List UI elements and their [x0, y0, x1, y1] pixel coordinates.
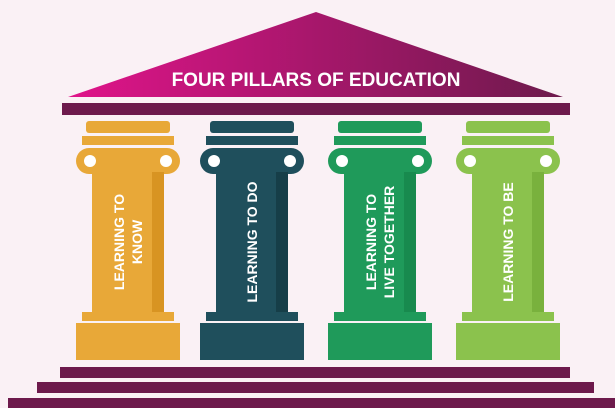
pillar-shaft-shade: [532, 172, 544, 312]
pillar-label: LEARNING TO DO: [244, 181, 260, 302]
pillar-cap-top: [210, 121, 294, 133]
pillar-base-upper: [206, 312, 298, 321]
pillar-label-line: LEARNING TO: [111, 194, 127, 290]
pillar-label-line: KNOW: [129, 219, 145, 264]
pillar-cap-band: [334, 136, 426, 145]
base-step-middle: [37, 382, 594, 393]
pillar-shaft-shade: [152, 172, 164, 312]
pillar-capital: [200, 148, 304, 174]
pillar-cap-top: [338, 121, 422, 133]
pillar-cap-band: [462, 136, 554, 145]
pillar-volute-right: [412, 155, 424, 167]
pillar-volute-left: [208, 155, 220, 167]
pillar-base-lower: [200, 323, 304, 360]
pillar-label: LEARNING TO BE: [500, 182, 516, 302]
pillar-volute-right: [540, 155, 552, 167]
pillar-4: LEARNING TO BE: [456, 121, 560, 360]
pillar-label-line: LEARNING TO BE: [500, 182, 516, 302]
base-step-bottom: [8, 398, 615, 408]
pillar-2: LEARNING TO DO: [200, 121, 304, 360]
pillar-label-line: LIVE TOGETHER: [381, 186, 397, 299]
pillar-volute-right: [284, 155, 296, 167]
pillar-capital: [76, 148, 180, 174]
pillar-volute-left: [84, 155, 96, 167]
pillar-volute-left: [464, 155, 476, 167]
pillar-base-lower: [328, 323, 432, 360]
pillar-base-lower: [456, 323, 560, 360]
pillar-base-lower: [76, 323, 180, 360]
pillar-base-upper: [334, 312, 426, 321]
page-title: FOUR PILLARS OF EDUCATION: [172, 70, 461, 91]
pillar-shaft-shade: [404, 172, 416, 312]
top-beam: [62, 103, 570, 115]
pillar-cap-top: [86, 121, 170, 133]
pillar-label-line: LEARNING TO DO: [244, 181, 260, 302]
pillar-base-upper: [82, 312, 174, 321]
pillar-cap-top: [466, 121, 550, 133]
pillar-base-upper: [462, 312, 554, 321]
pillar-volute-right: [160, 155, 172, 167]
base-step-top: [60, 367, 570, 378]
pillar-cap-band: [206, 136, 298, 145]
pillar-volute-left: [336, 155, 348, 167]
pillar-label-line: LEARNING TO: [363, 194, 379, 290]
pillar-capital: [456, 148, 560, 174]
pillar-capital: [328, 148, 432, 174]
pillar-cap-band: [82, 136, 174, 145]
roof: [68, 12, 563, 97]
pillar-shaft-shade: [276, 172, 288, 312]
